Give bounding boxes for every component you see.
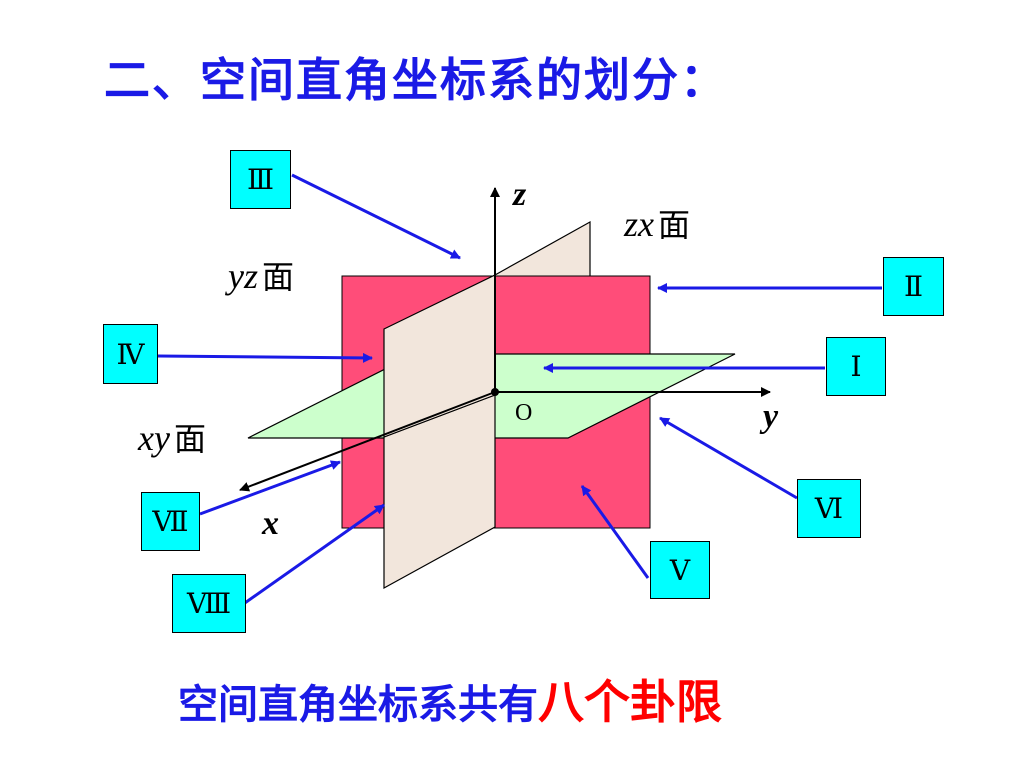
octant-2-box: Ⅱ <box>883 257 944 316</box>
arrow-octant-3 <box>291 173 461 260</box>
yz-plane-var: yz <box>228 256 258 296</box>
xy-plane-suffix: 面 <box>173 420 206 458</box>
x-axis-label: x <box>262 505 279 542</box>
octant-5-box: Ⅴ <box>650 541 710 599</box>
slide-title: 二、空间直角坐标系的划分： <box>104 53 728 107</box>
zx-plane-var: zx <box>624 204 654 244</box>
octant-4-box: Ⅳ <box>103 324 158 384</box>
conclusion-text: 空间直角坐标系共有 <box>178 682 538 728</box>
octant-7-box: Ⅶ <box>141 492 200 551</box>
octant-6-box: Ⅵ <box>797 479 861 538</box>
x-axis <box>239 391 496 492</box>
arrow-octant-5 <box>580 485 650 579</box>
arrow-octant-8 <box>241 503 385 607</box>
origin-label: O <box>515 400 533 426</box>
y-axis-label: y <box>763 398 779 435</box>
arrow-octant-7 <box>199 460 341 516</box>
arrow-octant-6 <box>659 416 798 500</box>
zx-plane-suffix: 面 <box>658 206 691 244</box>
arrow-octant-4 <box>157 352 373 363</box>
xy-plane-var: xy <box>138 418 170 458</box>
octant-1-box: Ⅰ <box>826 337 886 396</box>
conclusion-highlight: 八个卦限 <box>538 675 722 729</box>
octant-3-box: Ⅲ <box>230 150 291 209</box>
octant-8-box: Ⅷ <box>172 574 246 633</box>
z-axis-label: z <box>513 176 527 213</box>
origin-point <box>491 388 499 396</box>
conclusion: 空间直角坐标系共有八个卦限 <box>178 666 722 732</box>
yz-plane-suffix: 面 <box>262 258 295 296</box>
